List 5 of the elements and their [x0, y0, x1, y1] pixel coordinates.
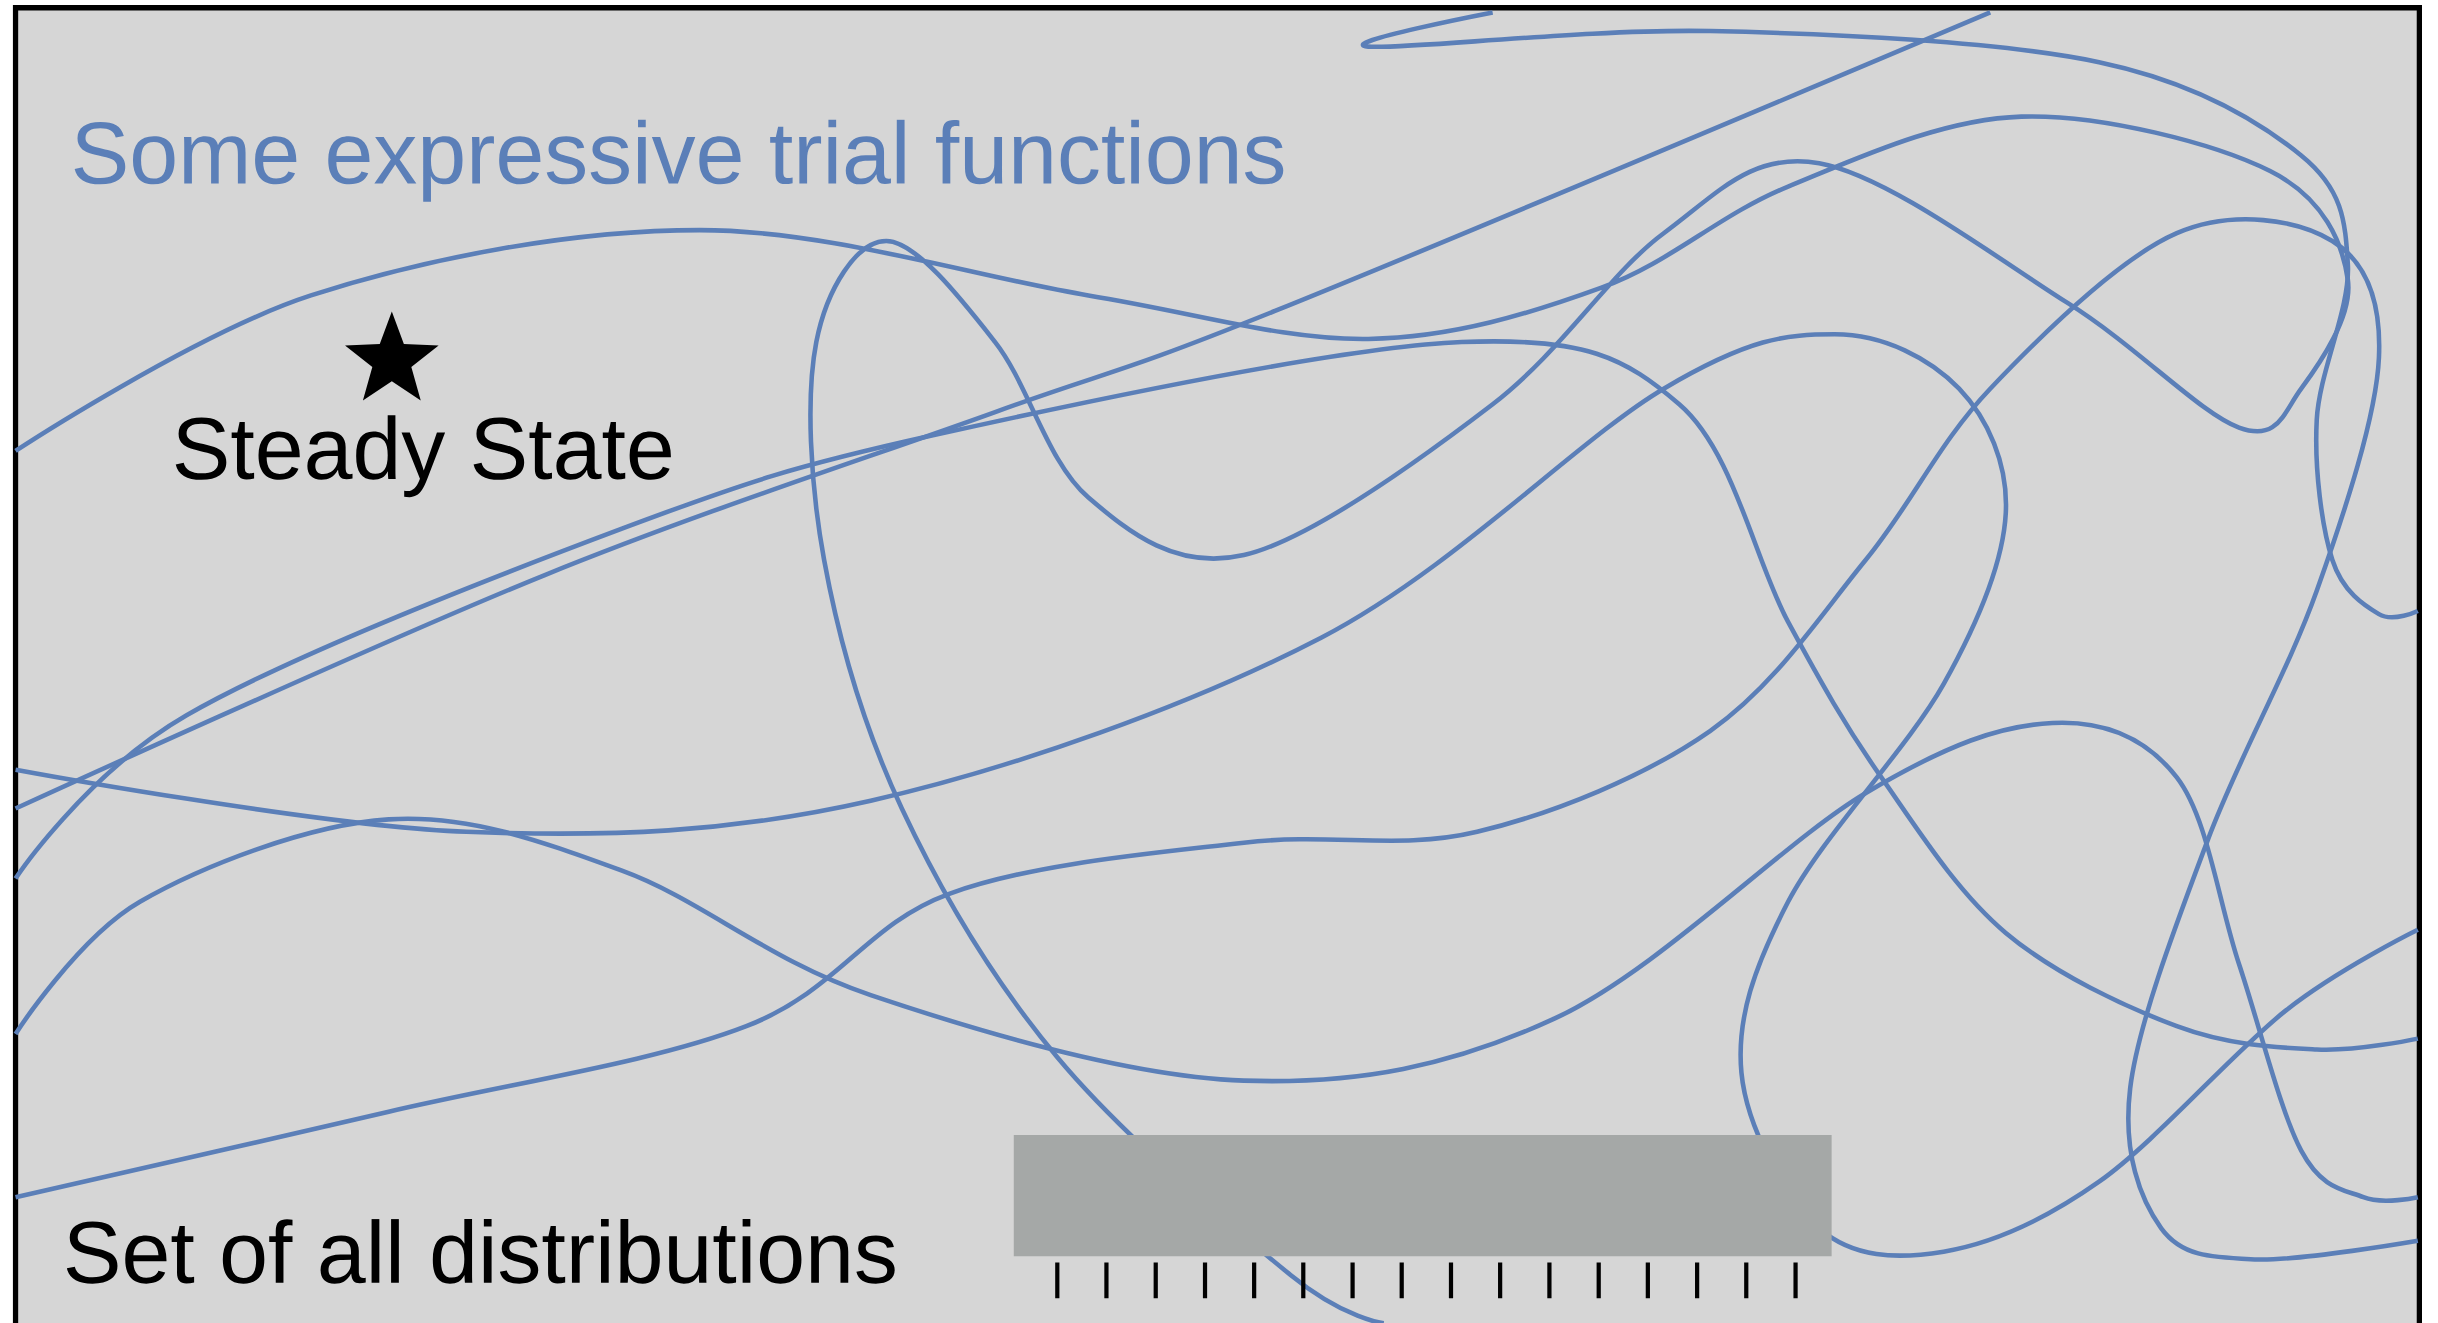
- point-label: Steady State: [175, 415, 671, 498]
- bar-block: [1013, 1134, 1832, 1257]
- star-marker: [345, 311, 439, 401]
- heading: Some expressive trial functions: [74, 119, 1284, 202]
- set-label: Set of all distributions: [66, 1219, 895, 1284]
